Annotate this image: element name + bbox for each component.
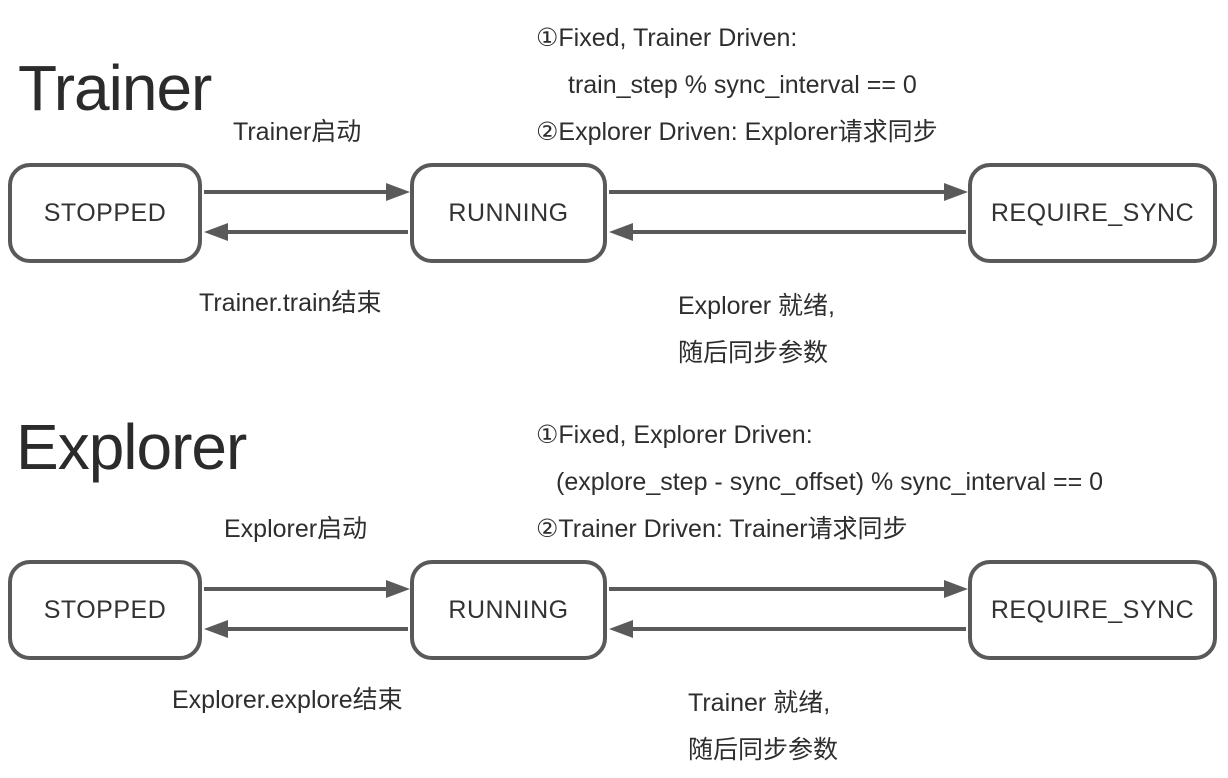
explorer-start-edge-label: Explorer启动 (224, 515, 368, 543)
trainer-state-running: RUNNING (410, 163, 607, 263)
trainer-state-require-sync: REQUIRE_SYNC (968, 163, 1217, 263)
trainer-state-stopped: STOPPED (8, 163, 202, 263)
trainer-start-edge-label: Trainer启动 (233, 118, 362, 146)
trainer-ready-edge-label: Explorer 就绪, 随后同步参数 (678, 283, 835, 377)
explorer-diagram-title: Explorer (16, 411, 247, 483)
explorer-state-running: RUNNING (410, 560, 607, 660)
explorer-ready-edge-label: Trainer 就绪, 随后同步参数 (688, 680, 838, 774)
explorer-state-stopped-label: STOPPED (43, 595, 167, 624)
trainer-ready-edge-label-line1: Explorer 就绪, (678, 292, 835, 320)
explorer-ready-edge-label-line2: 随后同步参数 (688, 736, 839, 764)
explorer-sync-note-line2: (explore_step - sync_offset) % sync_inte… (556, 468, 1104, 496)
trainer-sync-note-line3: ②Explorer Driven: Explorer请求同步 (536, 118, 938, 146)
arrowhead-running-to-require-sync (944, 183, 968, 201)
explorer-state-running-label: RUNNING (448, 595, 569, 624)
explorer-state-stopped: STOPPED (8, 560, 202, 660)
trainer-state-running-label: RUNNING (448, 198, 569, 227)
explorer-sync-note-line1: ①Fixed, Explorer Driven: (536, 421, 813, 449)
trainer-sync-note: ①Fixed, Trainer Driven: train_step % syn… (536, 15, 938, 156)
trainer-diagram-title: Trainer (18, 52, 212, 124)
trainer-finish-edge-label: Trainer.train结束 (199, 289, 382, 317)
trainer-state-stopped-label: STOPPED (43, 198, 167, 227)
arrowhead-stopped-to-running (386, 183, 410, 201)
explorer-state-require-sync: REQUIRE_SYNC (968, 560, 1217, 660)
arrowhead-running-to-stopped (204, 223, 228, 241)
arrowhead-require-sync-to-running (609, 223, 633, 241)
explorer-state-require-sync-label: REQUIRE_SYNC (990, 595, 1195, 624)
explorer-finish-edge-label: Explorer.explore结束 (172, 686, 403, 714)
trainer-ready-edge-label-line2: 随后同步参数 (678, 339, 829, 367)
explorer-sync-note: ①Fixed, Explorer Driven: (explore_step -… (536, 412, 1103, 553)
explorer-sync-note-line3: ②Trainer Driven: Trainer请求同步 (536, 515, 908, 543)
trainer-state-require-sync-label: REQUIRE_SYNC (990, 198, 1195, 227)
trainer-sync-note-line2: train_step % sync_interval == 0 (568, 71, 917, 99)
explorer-ready-edge-label-line1: Trainer 就绪, (688, 689, 831, 717)
trainer-sync-note-line1: ①Fixed, Trainer Driven: (536, 24, 798, 52)
